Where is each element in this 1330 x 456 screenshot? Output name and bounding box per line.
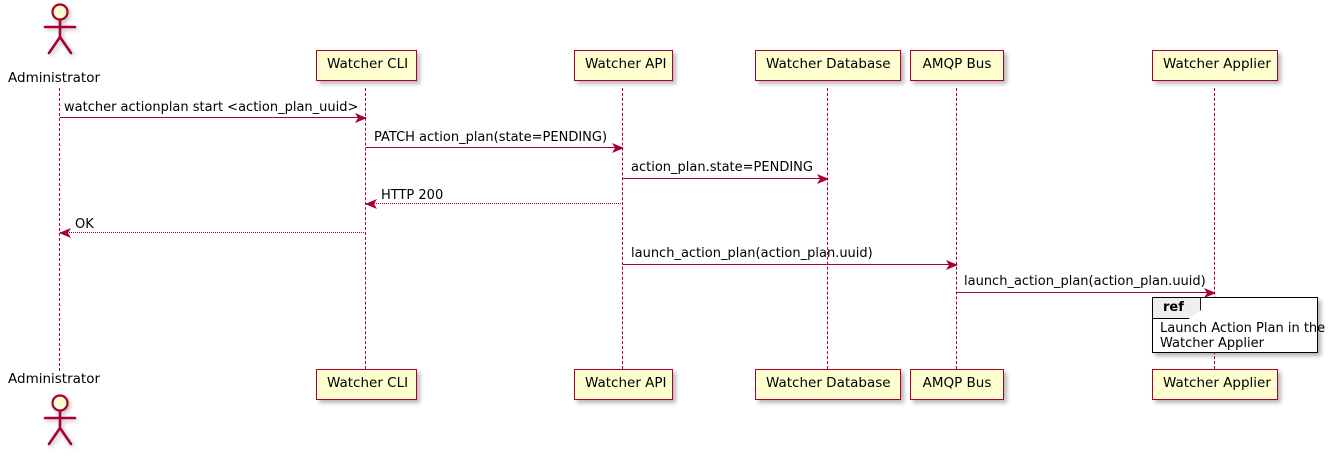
participant-box-watcher-applier-bottom[interactable]: Watcher Applier xyxy=(1152,369,1278,400)
participant-box-watcher-api-bottom[interactable]: Watcher API xyxy=(574,369,673,400)
participant-label: Watcher CLI xyxy=(327,56,409,72)
participant-box-watcher-cli-top[interactable]: Watcher CLI xyxy=(316,50,417,81)
ref-fragment-tab: ref xyxy=(1153,298,1201,319)
participant-box-watcher-cli-bottom[interactable]: Watcher CLI xyxy=(316,369,417,400)
actor-figure-administrator xyxy=(43,394,77,446)
message-label-2: PATCH action_plan(state=PENDING) xyxy=(374,130,608,145)
participant-box-watcher-api-top[interactable]: Watcher API xyxy=(574,50,673,81)
participant-label: Watcher API xyxy=(585,56,667,72)
participant-box-watcher-database-bottom[interactable]: Watcher Database xyxy=(755,369,901,400)
message-line-2 xyxy=(366,147,623,148)
message-label-5: OK xyxy=(75,217,94,232)
message-label-1: watcher actionplan start <action_plan_uu… xyxy=(64,100,359,115)
message-line-4 xyxy=(366,203,623,204)
message-arrowhead-1 xyxy=(355,112,367,123)
participant-label: AMQP Bus xyxy=(922,56,992,72)
message-arrowhead-2 xyxy=(612,142,624,153)
message-line-3 xyxy=(623,178,828,179)
message-line-1 xyxy=(60,117,366,118)
participant-label: Watcher Applier xyxy=(1163,56,1271,72)
participant-box-watcher-applier-top[interactable]: Watcher Applier xyxy=(1152,50,1278,81)
participant-label: AMQP Bus xyxy=(922,375,992,391)
participant-box-amqp-bus-top[interactable]: AMQP Bus xyxy=(910,50,1004,81)
actor-label-administrator: Administrator xyxy=(8,371,101,387)
participant-box-watcher-database-top[interactable]: Watcher Database xyxy=(755,50,901,81)
message-label-6: launch_action_plan(action_plan.uuid) xyxy=(631,246,873,261)
message-label-4: HTTP 200 xyxy=(381,188,444,203)
participant-label: Watcher CLI xyxy=(327,375,409,391)
participant-label: Watcher Database xyxy=(766,56,891,72)
message-line-5 xyxy=(60,232,366,233)
message-arrowhead-5 xyxy=(59,227,71,238)
lifeline-watcher-applier xyxy=(1214,88,1216,369)
ref-fragment-text-line2: Watcher Applier xyxy=(1160,336,1264,351)
message-line-7 xyxy=(957,292,1215,293)
participant-label: Watcher Applier xyxy=(1163,375,1271,391)
lifeline-administrator xyxy=(59,88,61,371)
ref-fragment-text-line1: Launch Action Plan in the xyxy=(1160,321,1326,336)
lifeline-amqp-bus xyxy=(956,88,958,369)
actor-label-administrator: Administrator xyxy=(8,70,101,86)
participant-label: Watcher API xyxy=(585,375,667,391)
lifeline-watcher-cli xyxy=(365,88,367,369)
participant-box-amqp-bus-bottom[interactable]: AMQP Bus xyxy=(910,369,1004,400)
message-arrowhead-3 xyxy=(817,173,829,184)
message-arrowhead-4 xyxy=(365,198,377,209)
lifeline-watcher-database xyxy=(827,88,829,369)
message-label-7: launch_action_plan(action_plan.uuid) xyxy=(964,274,1206,289)
participant-label: Watcher Database xyxy=(766,375,891,391)
message-arrowhead-6 xyxy=(946,259,958,270)
lifeline-watcher-api xyxy=(622,88,624,369)
message-label-3: action_plan.state=PENDING xyxy=(631,160,813,175)
message-arrowhead-7 xyxy=(1204,287,1216,298)
actor-figure-administrator xyxy=(43,3,77,55)
message-line-6 xyxy=(623,264,957,265)
